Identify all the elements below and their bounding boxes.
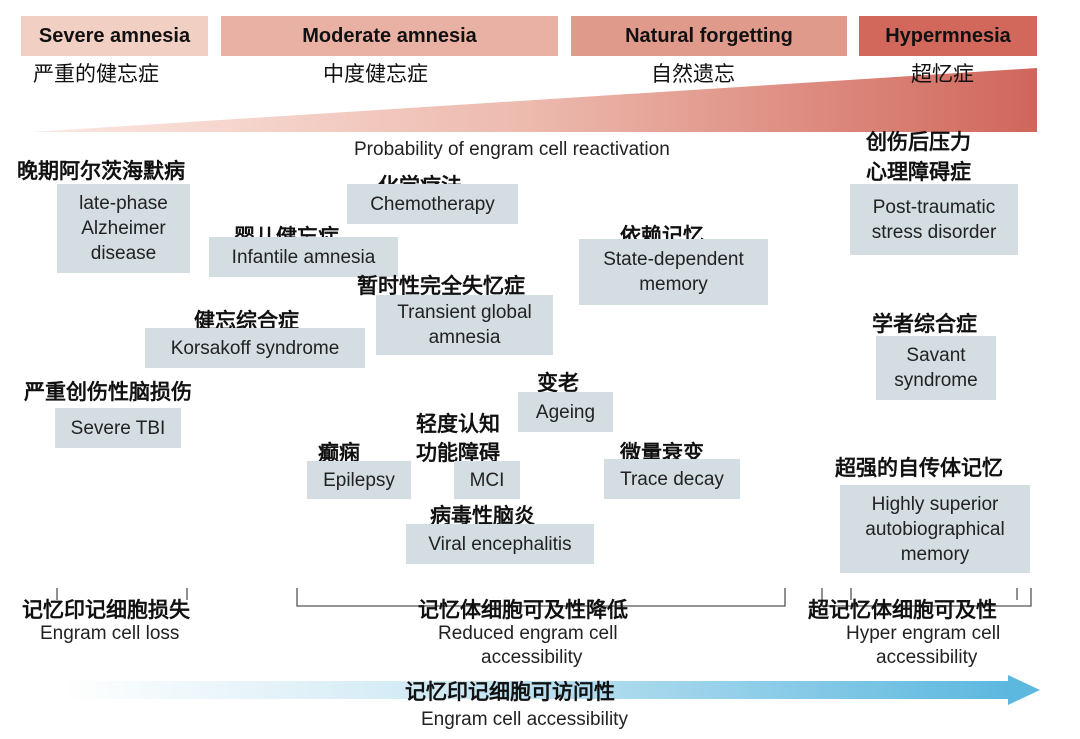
ptsd-cn-1: 创伤后压力: [866, 131, 971, 154]
late-ad-box: late-phase Alzheimer disease: [57, 184, 190, 273]
header-hyper-cn: 超忆症: [911, 63, 974, 86]
loss-cn: 记忆印记细胞损失: [22, 599, 190, 622]
infantile-en: Infantile amnesia: [231, 246, 376, 268]
reduced-en-2: accessibility: [481, 647, 583, 668]
korsakoff-en: Korsakoff syndrome: [170, 337, 340, 359]
hsam-line-3: memory: [900, 543, 970, 565]
ptsd-line-1: Post-traumatic: [872, 196, 996, 218]
epilepsy-box: Epilepsy: [307, 461, 411, 499]
tga-cn: 暂时性完全失忆症: [357, 275, 525, 298]
accessibility-arrow-shaft: [62, 681, 1010, 699]
infantile-box: Infantile amnesia: [209, 237, 398, 277]
axis-en: Engram cell accessibility: [421, 709, 628, 730]
late-ad-line-1: late-phase: [79, 193, 168, 214]
reduced-en-1: Reduced engram cell: [438, 623, 618, 644]
reduced-cn: 记忆体细胞可及性降低: [418, 599, 628, 622]
tga-line-2: amnesia: [428, 327, 501, 348]
tga-line-1: Transient global: [397, 302, 532, 323]
ageing-box: Ageing: [518, 392, 613, 432]
korsakoff-cn: 健忘综合症: [194, 310, 299, 333]
hsam-line-1: Highly superior: [871, 493, 999, 515]
accessibility-arrow-head: [1008, 675, 1040, 705]
header-hypermnesia: Hypermnesia: [859, 16, 1037, 56]
ptsd-cn-2: 心理障碍症: [866, 161, 971, 184]
savant-line-1: Savant: [906, 345, 966, 366]
mci-en: MCI: [469, 469, 505, 491]
state-dep-line-2: memory: [639, 274, 708, 295]
bracket-lines: [56, 588, 1032, 607]
tbi-en: Severe TBI: [70, 417, 166, 439]
hsam-line-2: autobiographical: [865, 518, 1005, 540]
tbi-cn: 严重创伤性脑损伤: [24, 381, 192, 404]
hyper-en-2: accessibility: [876, 647, 978, 668]
hyper-en-1: Hyper engram cell: [846, 623, 1001, 644]
hsam-box: Highly superior autobiographical memory: [840, 485, 1030, 573]
axis-cn: 记忆印记细胞可访问性: [405, 681, 615, 704]
hyper-cn: 超记忆体细胞可及性: [808, 599, 997, 622]
hsam-cn: 超强的自传体记忆: [835, 457, 1003, 480]
late-ad-line-3: disease: [90, 243, 157, 264]
header-natural-cn: 自然遗忘: [651, 63, 735, 86]
ptsd-box: Post-traumatic stress disorder: [850, 184, 1018, 255]
header-severe-amnesia: Severe amnesia: [21, 16, 208, 56]
ptsd-line-2: stress disorder: [871, 221, 997, 243]
viral-cn: 病毒性脑炎: [430, 505, 535, 528]
korsakoff-box: Korsakoff syndrome: [145, 328, 365, 368]
reactivation-wedge: [32, 68, 1037, 132]
tbi-box: Severe TBI: [55, 408, 181, 448]
epilepsy-cn: 癫痫: [318, 442, 360, 465]
state-dep-line-1: State-dependent: [603, 249, 744, 270]
mci-cn-1: 轻度认知: [416, 413, 500, 436]
mci-cn-2: 功能障碍: [416, 442, 500, 465]
viral-en: Viral encephalitis: [428, 533, 572, 555]
header-natural-forgetting: Natural forgetting: [571, 16, 847, 56]
chemo-box: Chemotherapy: [347, 184, 518, 224]
savant-cn: 学者综合症: [872, 313, 977, 336]
chemo-en: Chemotherapy: [370, 193, 495, 215]
ageing-en: Ageing: [535, 401, 596, 423]
tga-box: Transient global amnesia: [376, 295, 553, 355]
header-severe-cn: 严重的健忘症: [33, 63, 159, 86]
viral-box: Viral encephalitis: [406, 524, 594, 564]
late-ad-line-2: Alzheimer: [81, 218, 166, 239]
header-moderate-amnesia: Moderate amnesia: [221, 16, 558, 56]
trace-box: Trace decay: [604, 459, 740, 499]
loss-en: Engram cell loss: [40, 623, 180, 644]
savant-line-2: syndrome: [894, 370, 978, 391]
trace-en: Trace decay: [620, 468, 724, 490]
mci-box: MCI: [454, 461, 520, 499]
savant-box: Savant syndrome: [876, 336, 996, 400]
late-ad-cn: 晚期阿尔茨海默病: [17, 160, 185, 183]
epilepsy-en: Epilepsy: [323, 469, 395, 491]
wedge-label: Probability of engram cell reactivation: [354, 139, 670, 160]
ageing-cn: 变老: [537, 372, 579, 395]
header-moderate-cn: 中度健忘症: [323, 63, 428, 86]
state-dep-box: State-dependent memory: [579, 239, 768, 305]
